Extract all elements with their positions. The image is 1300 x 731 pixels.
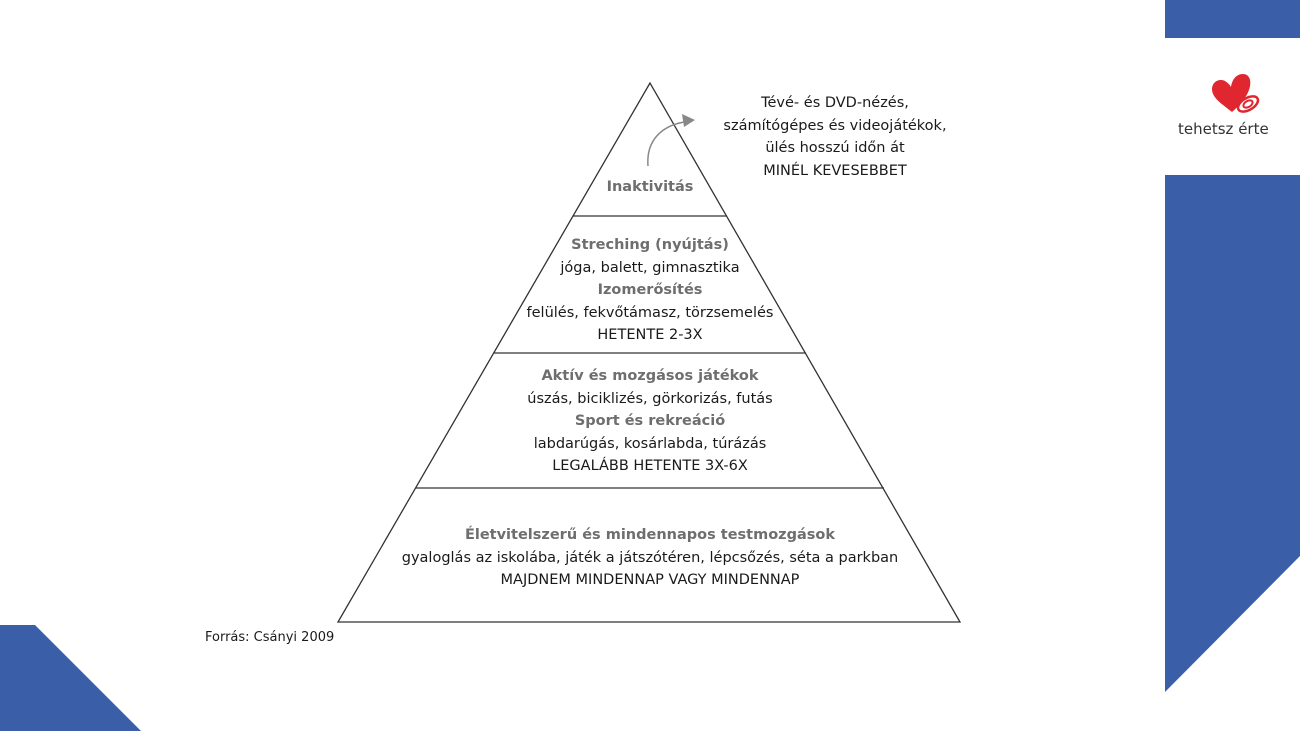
callout-line: számítógépes és videojátékok, — [723, 117, 947, 134]
bottom-left-blue-shape — [0, 625, 141, 731]
pyramid-level-stretching: Streching (nyújtás) jóga, balett, gimnas… — [450, 234, 850, 347]
level-text: labdarúgás, kosárlabda, túrázás — [533, 435, 767, 452]
pyramid-level-everyday: Életvitelszerű és mindennapos testmozgás… — [350, 524, 950, 592]
level-heading: Sport és rekreáció — [574, 413, 726, 429]
logo-word-2: érte — [1238, 120, 1269, 138]
source-caption: Forrás: Csányi 2009 — [205, 630, 335, 645]
level-heading: Életvitelszerű és mindennapos testmozgás… — [464, 527, 836, 543]
callout-line: MINÉL KEVESEBBET — [763, 162, 907, 179]
level-text: jóga, balett, gimnasztika — [560, 259, 740, 276]
logo-word-1: tehetsz — [1178, 120, 1234, 138]
level-text: gyaloglás az iskolába, játék a játszótér… — [401, 549, 899, 566]
brand-logo-text: tehetsz érte — [1178, 120, 1269, 138]
callout-line: Tévé- és DVD-nézés, — [761, 95, 909, 111]
arrow-icon — [647, 114, 695, 167]
level-heading: Streching (nyújtás) — [571, 237, 729, 253]
level-frequency: MAJDNEM MINDENNAP VAGY MINDENNAP — [500, 572, 800, 588]
pyramid-level-inactivity: Inaktivitás — [550, 176, 750, 199]
callout-line: ülés hosszú időn át — [765, 140, 905, 156]
level-heading: Aktív és mozgásos játékok — [541, 368, 759, 384]
callout-text: Tévé- és DVD-nézés, számítógépes és vide… — [700, 92, 970, 182]
top-right-blue-bar — [1165, 0, 1300, 38]
level-text: úszás, biciklizés, görkorizás, futás — [527, 390, 773, 407]
pyramid-level-active-games: Aktív és mozgásos játékok úszás, bicikli… — [400, 365, 900, 478]
level-frequency: LEGALÁBB HETENTE 3X-6X — [552, 458, 748, 474]
level-heading: Inaktivitás — [606, 179, 694, 195]
right-blue-band — [1165, 175, 1300, 692]
level-frequency: HETENTE 2-3X — [597, 327, 703, 343]
pyramid-diagram — [336, 81, 962, 623]
heart-logo-icon — [1212, 74, 1260, 113]
level-text: felülés, fekvőtámasz, törzsemelés — [526, 304, 774, 321]
level-heading: Izomerősítés — [597, 282, 703, 298]
